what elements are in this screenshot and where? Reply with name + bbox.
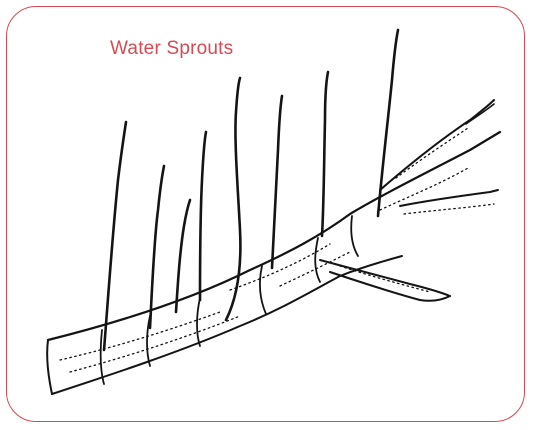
water-sprout-4: [200, 132, 206, 300]
water-sprout-6: [272, 96, 282, 268]
upper-side-branch: [380, 100, 498, 214]
water-sprout-5: [226, 78, 240, 320]
water-sprouts: [104, 30, 398, 350]
lower-side-branch: [320, 260, 450, 301]
water-sprout-1: [104, 122, 126, 350]
water-sprout-7: [322, 72, 328, 236]
water-sprout-2: [150, 166, 164, 328]
water-sprout-3: [176, 200, 190, 312]
main-branch: [47, 132, 500, 394]
